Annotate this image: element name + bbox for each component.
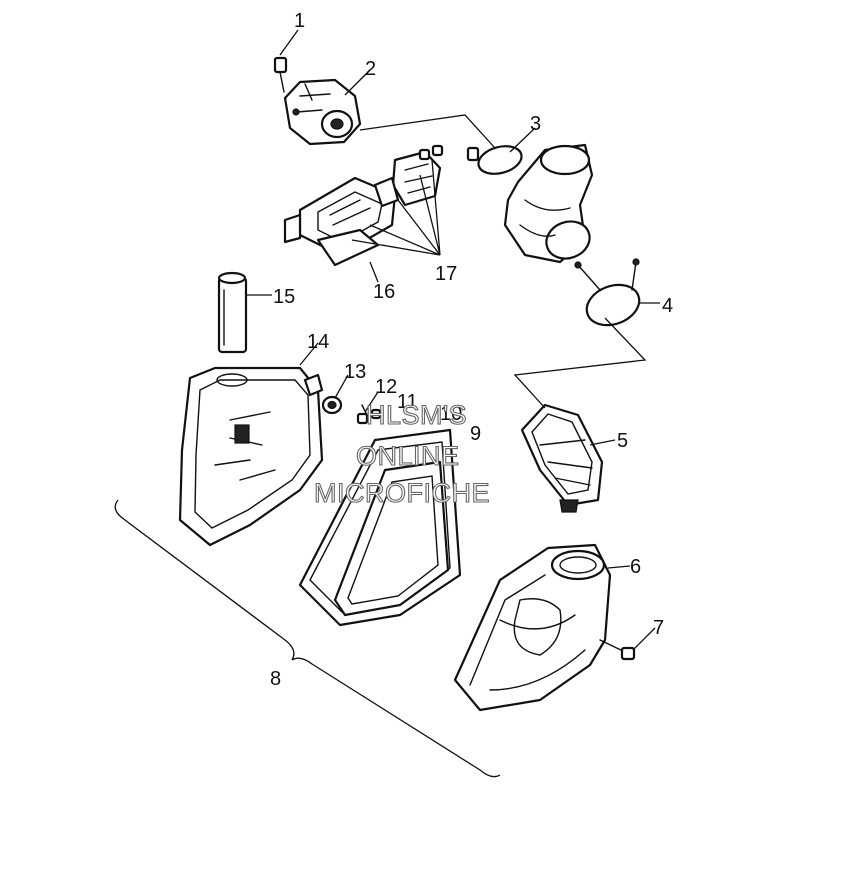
part-1-screw (273, 56, 288, 93)
part-3-intake-boot (466, 143, 594, 264)
part-2-actuator (283, 78, 362, 146)
callout-17: 17 (435, 263, 457, 285)
callout-5: 5 (617, 430, 628, 452)
callout-7: 7 (653, 617, 664, 639)
callout-4: 4 (662, 295, 673, 317)
callout-10: 10 (440, 403, 462, 425)
watermark-line-3: MICROFICHE (314, 478, 490, 508)
callout-16: 16 (373, 281, 395, 303)
watermark-line-1: HLSM'S (366, 400, 467, 430)
callout-9: 9 (470, 423, 481, 445)
callout-3: 3 (530, 113, 541, 135)
watermark: HLSM'S ONLINE MICROFICHE (313, 399, 490, 508)
callout-8: 8 (270, 668, 281, 690)
callout-6: 6 (630, 556, 641, 578)
part-16-reed-valve (283, 144, 444, 267)
part-13-grommet (321, 395, 343, 415)
callout-15: 15 (273, 286, 295, 308)
part-5-adapter (520, 403, 604, 513)
part-7-screw (599, 639, 636, 661)
part-4-gasket (574, 258, 641, 327)
callout-13: 13 (344, 361, 366, 383)
part-9-filter (298, 428, 462, 627)
callout-1: 1 (294, 10, 305, 32)
watermark-line-2: ONLINE (356, 441, 460, 471)
callout-labels: 1 2 3 4 5 6 7 8 9 10 11 12 13 14 15 16 1… (270, 10, 673, 690)
part-6-lower-housing (453, 543, 612, 712)
part-15-tube (217, 271, 248, 354)
callout-11: 11 (397, 391, 418, 413)
part-14-upper-housing (178, 366, 324, 547)
callout-2: 2 (365, 58, 376, 80)
callout-12: 12 (375, 376, 397, 398)
part-10-12-fasteners (356, 404, 382, 425)
bracket-8 (114, 499, 501, 778)
leader-lines (246, 29, 660, 651)
callout-14: 14 (307, 331, 329, 353)
